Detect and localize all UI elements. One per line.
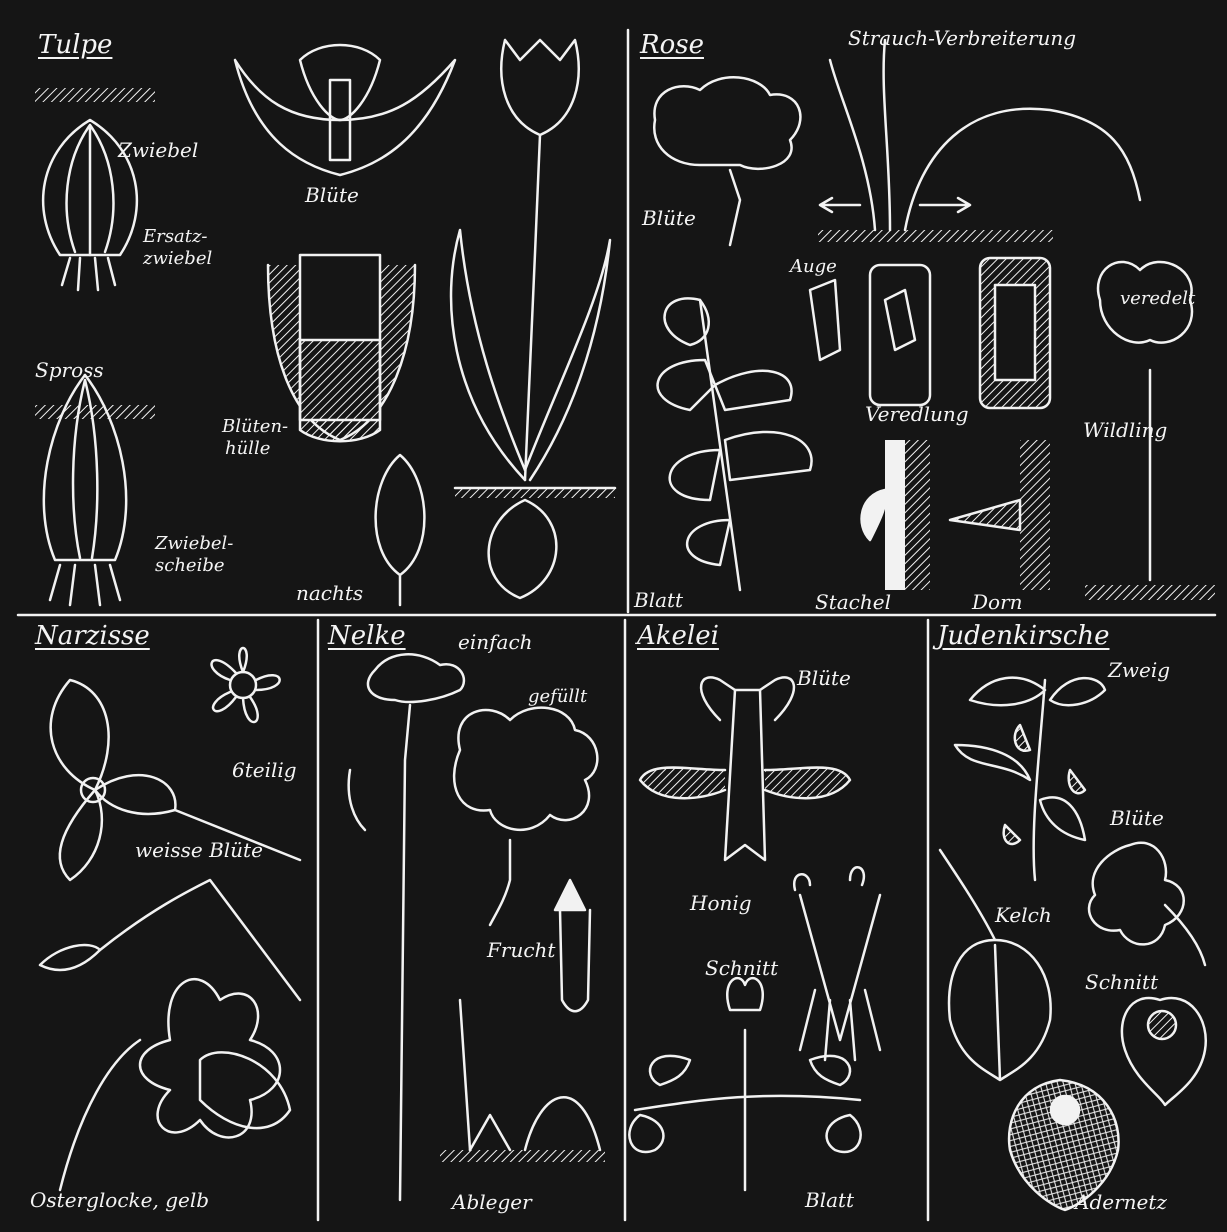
- physalis-flower-label: Blüte: [1110, 808, 1164, 829]
- tulip-perianth-label-2: hülle: [225, 440, 270, 459]
- narcissus-rosette: [212, 648, 280, 722]
- physalis-section: [1122, 998, 1206, 1105]
- rose-bud-label: Auge: [790, 258, 837, 277]
- tulip-perianth-label: Blüten-: [222, 418, 288, 437]
- columbine-section: [794, 867, 880, 1060]
- rose-grafting: [810, 258, 1050, 408]
- carnation-single: [349, 654, 464, 1200]
- tulip-shoot-label: Spross: [35, 360, 104, 381]
- tulip-plant: [451, 40, 615, 598]
- rose-thorn-prickle: [862, 440, 1050, 590]
- columbine-title: Akelei: [637, 623, 719, 650]
- columbine-flower-label: Blüte: [797, 668, 851, 689]
- tulip-bulb: [35, 88, 155, 290]
- columbine-flower: [640, 677, 850, 860]
- tulip-bulb-label: Zwiebel: [118, 140, 198, 161]
- tulip-title: Tulpe: [38, 32, 112, 59]
- carnation-double-label: gefüllt: [528, 688, 587, 707]
- tulip-basal-plate-label: Zwiebel-: [155, 535, 233, 554]
- physalis-calyx: [940, 850, 1051, 1080]
- carnation-fruit-label: Frucht: [487, 940, 555, 961]
- carnation-title: Nelke: [328, 623, 406, 650]
- rose-grafted-label: veredelt: [1120, 290, 1195, 309]
- narcissus-six-part-label: 6teilig: [232, 760, 297, 781]
- carnation-layering: [440, 1000, 605, 1162]
- columbine-section-label: Schnitt: [705, 958, 778, 979]
- rose-grafting-label: Veredlung: [865, 404, 969, 425]
- carnation-layering-label: Ableger: [452, 1192, 532, 1213]
- physalis-flower: [1089, 843, 1205, 965]
- daffodil-label: Osterglocke, gelb: [30, 1190, 209, 1211]
- tulip-shoot-bulb: [35, 375, 155, 605]
- carnation-single-label: einfach: [458, 632, 533, 653]
- tulip-perianth: [268, 255, 415, 441]
- columbine-leaf: [629, 978, 860, 1190]
- tulip-flower-section: [235, 45, 455, 175]
- tulip-night-label: nachts: [296, 583, 363, 604]
- tulip-basal-plate-label-2: scheibe: [155, 557, 225, 576]
- rose-thorn-label: Dorn: [972, 592, 1023, 613]
- rose-flower-label: Blüte: [642, 208, 696, 229]
- daffodil-flower: [60, 979, 290, 1190]
- tulip-night-bud: [376, 455, 425, 605]
- rose-leaf-label: Blatt: [634, 590, 683, 611]
- rose-shrub-spread: [818, 40, 1140, 242]
- tulip-flower-label: Blüte: [305, 185, 359, 206]
- rose-prickle-label: Stachel: [815, 592, 891, 613]
- tulip-replacement-label-2: zwiebel: [143, 250, 212, 269]
- rose-wild-stock-label: Wildling: [1083, 420, 1167, 441]
- rose-title: Rose: [640, 32, 704, 59]
- rose-leaf: [658, 298, 812, 590]
- tulip-replacement-label: Ersatz-: [143, 228, 208, 247]
- narcissus-white-label: weisse Blüte: [135, 840, 263, 861]
- physalis-calyx-label: Kelch: [995, 905, 1052, 926]
- physalis-branch-label: Zweig: [1108, 660, 1170, 681]
- narcissus-bud-stem: [40, 880, 300, 1000]
- narcissus-title: Narzisse: [35, 623, 150, 650]
- carnation-fruit: [555, 880, 590, 1011]
- physalis-branch: [955, 678, 1105, 880]
- rose-shrub-label: Strauch-Verbreiterung: [848, 28, 1076, 49]
- physalis-net-label: Adernetz: [1075, 1192, 1167, 1213]
- columbine-leaf-label: Blatt: [805, 1190, 854, 1211]
- physalis-title: Judenkirsche: [937, 623, 1109, 650]
- physalis-section-label: Schnitt: [1085, 972, 1158, 993]
- columbine-nectar-label: Honig: [690, 893, 752, 914]
